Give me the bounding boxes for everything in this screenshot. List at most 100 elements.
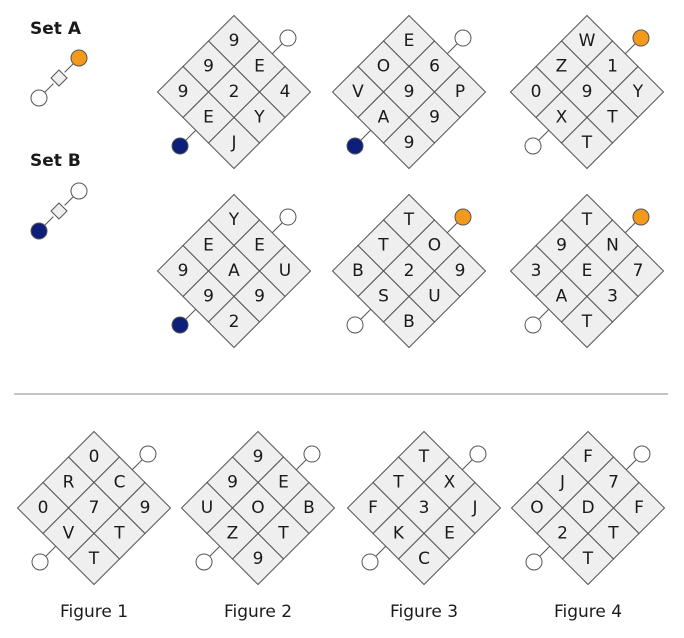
grid-cell <box>561 532 615 586</box>
figure-4-label: Figure 4 <box>554 602 622 622</box>
cell-symbol: E <box>254 236 265 256</box>
cell-symbol: A <box>556 287 568 307</box>
cell-symbol: C <box>114 473 126 493</box>
bottom-knob <box>171 137 189 155</box>
cell-symbol: T <box>581 312 593 332</box>
bottom-knob <box>524 316 542 334</box>
top-knob <box>454 29 472 47</box>
cell-symbol: 2 <box>229 82 240 102</box>
cell-symbol: J <box>559 473 565 493</box>
cell-symbol: T <box>403 210 415 230</box>
cell-symbol: 0 <box>531 82 542 102</box>
cell-symbol: T <box>607 524 619 544</box>
cell-symbol: 9 <box>253 447 264 467</box>
bottom-knob <box>171 316 189 334</box>
cell-symbol: T <box>581 210 593 230</box>
cell-symbol: 3 <box>531 261 542 281</box>
set-a-legend <box>30 49 88 107</box>
bottom-knob <box>31 553 49 571</box>
cell-symbol: 9 <box>203 57 214 77</box>
cell-symbol: Z <box>556 57 568 77</box>
legend-bottom-knob <box>30 89 48 107</box>
bottom-knob <box>346 316 364 334</box>
cell-symbol: O <box>251 498 264 518</box>
bottom-knob <box>361 553 379 571</box>
cell-symbol: C <box>418 549 430 569</box>
top-knob <box>454 208 472 226</box>
cell-symbol: 0 <box>38 498 49 518</box>
bottom-knob <box>346 137 364 155</box>
cell-symbol: O <box>428 236 441 256</box>
cell-symbol: 9 <box>556 236 567 256</box>
cell-symbol: P <box>455 82 465 102</box>
legend-diamond <box>50 202 68 220</box>
cell-symbol: O <box>530 498 543 518</box>
cell-symbol: E <box>404 31 415 51</box>
cell-symbol: V <box>352 82 364 102</box>
cell-symbol: 7 <box>89 498 100 518</box>
cell-symbol: T <box>581 133 593 153</box>
bottom-knob <box>525 553 543 571</box>
grid-cell <box>560 295 614 349</box>
set-b-label: Set B <box>30 151 81 171</box>
cell-symbol: 9 <box>582 82 593 102</box>
cell-symbol: D <box>581 498 594 518</box>
grid-cell <box>382 116 436 170</box>
top-knob <box>279 29 297 47</box>
top-knob <box>633 445 651 463</box>
cell-symbol: 9 <box>404 133 415 153</box>
top-knob <box>632 29 650 47</box>
cell-symbol: B <box>403 312 415 332</box>
cell-symbol: V <box>63 524 75 544</box>
set-a-label: Set A <box>30 19 82 39</box>
cell-symbol: 9 <box>254 287 265 307</box>
top-knob <box>303 445 321 463</box>
legend-top-knob <box>70 49 88 67</box>
cell-symbol: 9 <box>229 31 240 51</box>
set-b-legend <box>30 182 88 240</box>
grid-cell <box>397 532 451 586</box>
top-knob <box>279 208 297 226</box>
cell-symbol: 3 <box>419 498 430 518</box>
bottom-knob <box>524 137 542 155</box>
figure-2-label: Figure 2 <box>224 602 292 622</box>
cell-symbol: E <box>444 524 455 544</box>
cell-symbol: N <box>606 236 619 256</box>
cell-symbol: 2 <box>229 312 240 332</box>
cell-symbol: T <box>606 108 618 128</box>
cell-symbol: F <box>583 447 593 467</box>
grid-cell <box>382 295 436 349</box>
cell-symbol: X <box>444 473 456 493</box>
cell-symbol: T <box>277 524 289 544</box>
cell-symbol: 9 <box>404 82 415 102</box>
cell-symbol: O <box>377 57 390 77</box>
cell-symbol: 0 <box>89 447 100 467</box>
figure-1-label: Figure 1 <box>60 602 128 622</box>
cell-symbol: 9 <box>178 82 189 102</box>
cell-symbol: E <box>278 473 289 493</box>
top-knob <box>469 445 487 463</box>
grid-cell <box>207 295 261 349</box>
cell-symbol: R <box>63 473 75 493</box>
cell-symbol: T <box>113 524 125 544</box>
legend-bottom-knob <box>30 222 48 240</box>
cell-symbol: A <box>228 261 240 281</box>
cell-symbol: U <box>279 261 291 281</box>
cell-symbol: E <box>254 57 265 77</box>
cell-symbol: 9 <box>203 287 214 307</box>
cell-symbol: J <box>471 498 477 518</box>
cell-symbol: 9 <box>178 261 189 281</box>
cell-symbol: Y <box>253 108 265 128</box>
cell-symbol: T <box>392 473 404 493</box>
cell-symbol: E <box>582 261 593 281</box>
